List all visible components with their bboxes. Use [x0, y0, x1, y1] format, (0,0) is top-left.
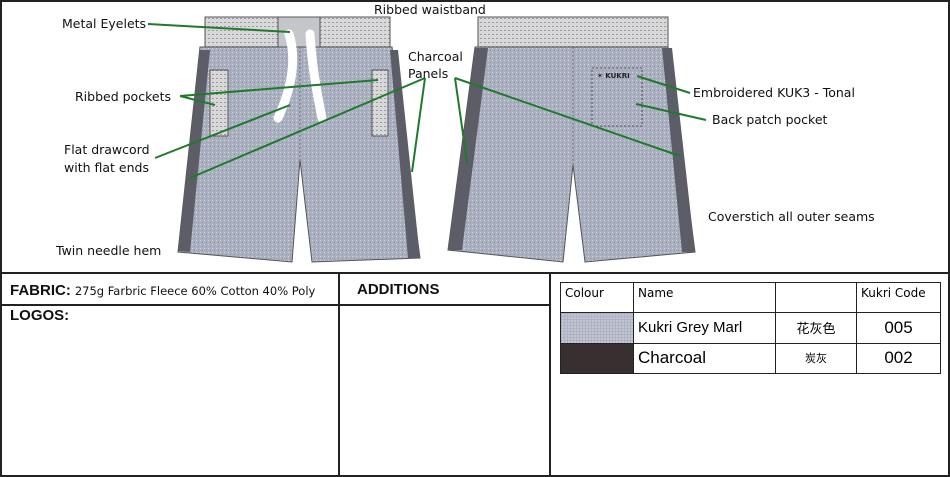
colour-code: 005 — [856, 312, 941, 344]
colour-swatch-charcoal — [560, 342, 634, 374]
colour-chinese-name: 炭灰 — [775, 342, 857, 374]
additions-header-divider — [338, 272, 551, 306]
label-back-patch-pocket: Back patch pocket — [712, 112, 828, 127]
logos-label: LOGOS: — [10, 307, 70, 324]
label-flat-drawcord-2: with flat ends — [64, 160, 149, 175]
label-embroidered: Embroidered KUK3 - Tonal — [693, 85, 855, 100]
label-charcoal-panels-1: Charcoal — [408, 49, 463, 64]
table-header-row: Colour Name Kukri Code — [560, 282, 941, 313]
colour-name: Kukri Grey Marl — [633, 312, 776, 344]
label-flat-drawcord-1: Flat drawcord — [64, 142, 150, 157]
colour-chinese-name: 花灰色 — [775, 312, 857, 344]
fabric-value: 275g Farbric Fleece 60% Cotton 40% Poly — [74, 284, 316, 298]
label-ribbed-pockets: Ribbed pockets — [75, 89, 171, 104]
colour-swatch-grey-marl — [560, 312, 634, 344]
header-name: Name — [633, 282, 776, 313]
back-shorts — [447, 16, 696, 263]
kukri-logo: ✶ KUKRI — [597, 72, 630, 80]
additions-label: ADDITIONS — [357, 281, 440, 298]
header-blank — [775, 282, 857, 313]
front-shorts — [177, 16, 421, 263]
table-row: Kukri Grey Marl 花灰色 005 — [560, 312, 941, 344]
fabric-label: FABRIC: — [10, 282, 71, 299]
label-twin-needle-hem: Twin needle hem — [56, 243, 162, 258]
header-kukri-code: Kukri Code — [856, 282, 941, 313]
colour-code: 002 — [856, 342, 941, 374]
label-metal-eyelets: Metal Eyelets — [62, 16, 147, 31]
leader-lines — [147, 23, 707, 179]
label-coverstitch: Coverstich all outer seams — [708, 209, 875, 224]
colour-name: Charcoal — [633, 342, 776, 374]
fabric-spec: FABRIC:275g Farbric Fleece 60% Cotton 40… — [10, 282, 315, 299]
label-ribbed-waistband: Ribbed waistband — [374, 2, 486, 17]
label-charcoal-panels-2: Panels — [408, 66, 449, 81]
additions-column — [338, 272, 551, 477]
colour-table: Colour Name Kukri Code Kukri Grey Marl 花… — [560, 282, 941, 374]
table-row: Charcoal 炭灰 002 — [560, 342, 941, 374]
header-colour: Colour — [560, 282, 634, 313]
